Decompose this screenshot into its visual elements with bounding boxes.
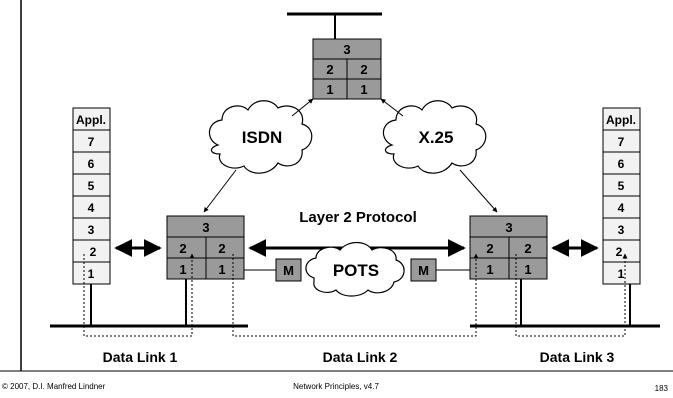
- data-link-paths: [83, 253, 628, 337]
- left-node-l1-left: 1: [179, 262, 186, 277]
- left-stack-appl: Appl.: [76, 113, 106, 127]
- modem-left-label: M: [283, 263, 294, 278]
- left-stack-2: 2: [90, 245, 97, 259]
- link-isdn-leftnode: [203, 169, 237, 213]
- data-link-3-path: [515, 253, 628, 337]
- right-node-l2-left: 2: [486, 241, 493, 256]
- link-center-isdn: [291, 98, 314, 117]
- center-node-l1-left: 1: [326, 82, 333, 97]
- center-node-layer3: 3: [343, 42, 350, 57]
- footer-page-number: 183: [655, 384, 669, 393]
- modem-left: M: [275, 258, 302, 282]
- data-link-1-path: [83, 253, 195, 337]
- right-stack-3: 3: [618, 223, 625, 237]
- data-link-1-label: Data Link 1: [103, 349, 178, 365]
- right-node: 3 2 2 1 1: [469, 215, 548, 280]
- x25-label: X.25: [419, 128, 454, 147]
- left-node-layer3: 3: [202, 220, 209, 235]
- left-node-l2-right: 2: [218, 241, 225, 256]
- right-stack-7: 7: [618, 135, 625, 149]
- x25-cloud: X.25: [382, 100, 487, 174]
- right-stack-1: 1: [618, 267, 625, 281]
- right-node-l1-left: 1: [486, 262, 493, 277]
- right-node-layer3: 3: [505, 220, 512, 235]
- right-stack-4: 4: [618, 201, 625, 215]
- data-link-2-path: [232, 253, 479, 337]
- center-node: 3 2 2 1 1: [312, 38, 382, 100]
- isdn-label: ISDN: [242, 128, 283, 147]
- center-node-l1-right: 1: [360, 82, 367, 97]
- left-stack-4: 4: [88, 201, 95, 215]
- link-center-x25: [380, 98, 404, 117]
- data-link-3-label: Data Link 3: [540, 349, 615, 365]
- center-node-l2-left: 2: [326, 62, 333, 77]
- left-node-l1-right: 1: [218, 262, 225, 277]
- left-node-l2-left: 2: [179, 241, 186, 256]
- right-node-l1-right: 1: [524, 262, 531, 277]
- modem-right: M: [410, 258, 437, 282]
- pots-label: POTS: [333, 261, 379, 280]
- right-stack-6: 6: [618, 157, 625, 171]
- left-stack-1: 1: [88, 267, 95, 281]
- pots-cloud: POTS: [305, 241, 405, 297]
- data-link-2-label: Data Link 2: [323, 349, 398, 365]
- left-stack-3: 3: [88, 223, 95, 237]
- footer-copyright: © 2007, D.I. Manfred Lindner: [2, 382, 106, 391]
- right-end-system-stack: Appl. 7 6 5 4 3 2 1: [602, 107, 641, 285]
- left-end-system-stack: Appl. 7 6 5 4 3 2 1: [72, 107, 111, 285]
- left-stack-6: 6: [88, 157, 95, 171]
- left-node: 3 2 2 1 1: [166, 215, 245, 280]
- right-node-l2-right: 2: [524, 241, 531, 256]
- isdn-cloud: ISDN: [208, 100, 313, 174]
- modem-right-label: M: [418, 263, 429, 278]
- layer2-protocol-label: Layer 2 Protocol: [299, 209, 417, 226]
- right-stack-appl: Appl.: [606, 113, 636, 127]
- right-stack-5: 5: [618, 179, 625, 193]
- center-node-l2-right: 2: [360, 62, 367, 77]
- left-stack-7: 7: [88, 135, 95, 149]
- right-stack-2: 2: [616, 245, 623, 259]
- link-x25-rightnode: [459, 169, 498, 213]
- left-stack-5: 5: [88, 179, 95, 193]
- footer-title: Network Principles, v4.7: [293, 382, 379, 391]
